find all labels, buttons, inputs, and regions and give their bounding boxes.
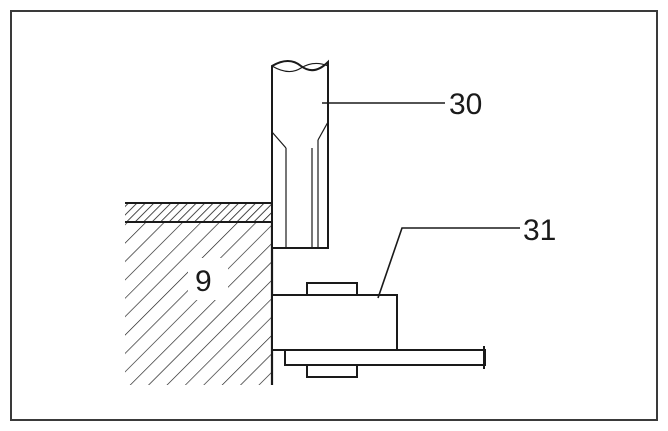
label-9: 9 xyxy=(195,265,212,298)
component-30-rod xyxy=(271,59,329,249)
component-9-body xyxy=(125,202,274,385)
component-31-clamp xyxy=(271,282,486,378)
leader-line-31 xyxy=(377,227,520,299)
figure-frame xyxy=(10,10,658,421)
label-30: 30 xyxy=(449,88,482,121)
label-31: 31 xyxy=(523,214,556,247)
